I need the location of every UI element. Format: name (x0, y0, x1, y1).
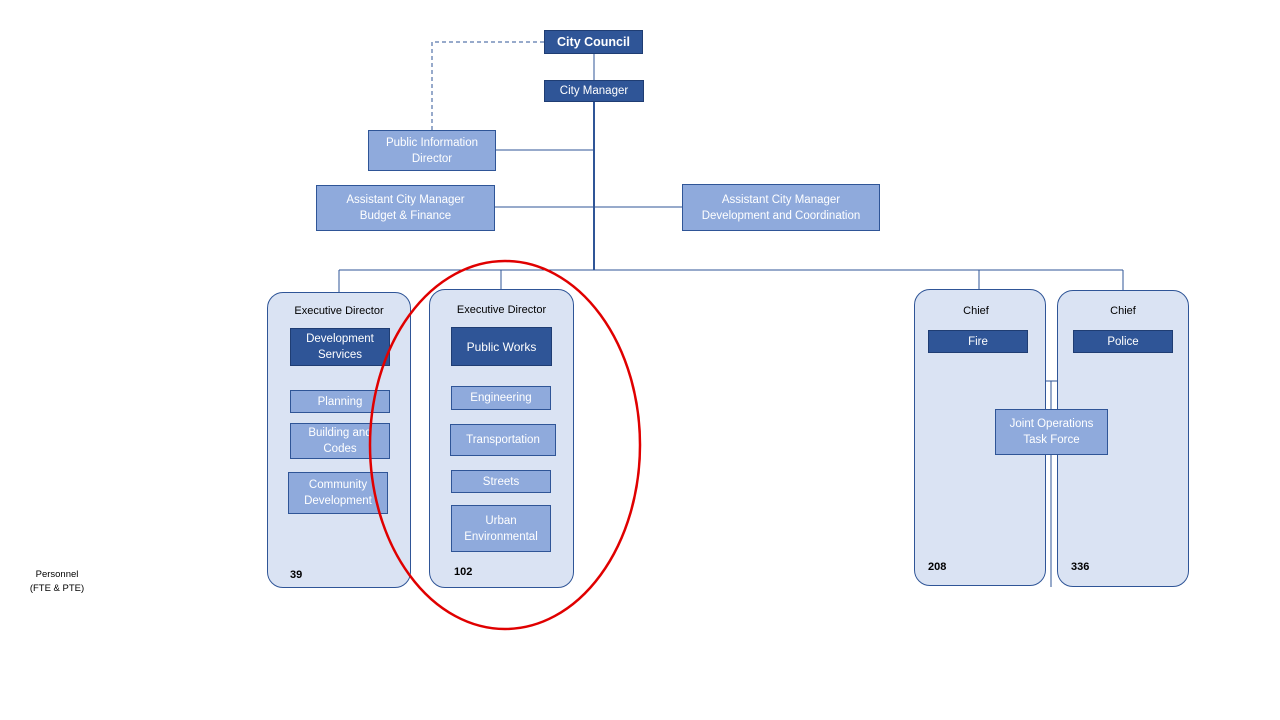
acm-budget-line-2: Budget & Finance (359, 210, 452, 222)
personnel-note: Personnel (FTE & PTE) (20, 568, 94, 596)
police-count: 336 (1071, 561, 1090, 573)
publicworks-count: 102 (454, 566, 473, 578)
building-codes-box: Building and Codes (290, 423, 390, 459)
urban-line-2: Environmental (464, 530, 538, 543)
transportation-label: Transportation (466, 434, 540, 446)
fire-heading: Chief (963, 305, 989, 317)
public-works-box: Public Works (451, 327, 552, 366)
streets-label: Streets (482, 475, 520, 488)
publicworks-title: Public Works (466, 339, 537, 354)
devservices-count: 39 (290, 569, 303, 581)
community-line-2: Development (304, 495, 372, 507)
engineering-label: Engineering (470, 392, 532, 404)
development-services-box: Development Services (290, 328, 390, 366)
planning-label: Planning (317, 395, 363, 408)
police-box: Police (1073, 330, 1173, 353)
police-heading: Chief (1110, 305, 1136, 317)
transportation-box: Transportation (450, 424, 556, 456)
pio-line-2: Director (411, 152, 453, 165)
fire-label: Fire (968, 335, 988, 348)
community-development-box: Community Development (288, 472, 388, 514)
devservices-title-2: Services (317, 349, 363, 361)
streets-box: Streets (451, 470, 551, 493)
publicworks-heading: Executive Director (456, 304, 547, 316)
city-council-box: City Council (544, 30, 643, 54)
devservices-heading: Executive Director (294, 305, 384, 317)
joint-line-2: Task Force (1023, 434, 1080, 446)
personnel-line-2: (FTE & PTE) (29, 583, 85, 594)
planning-box: Planning (290, 390, 390, 413)
acm-budget-line-1: Assistant City Manager (346, 194, 465, 206)
joint-operations-box: Joint Operations Task Force (995, 409, 1108, 455)
acm-dev-line-2: Development and Coordination (701, 209, 861, 222)
public-information-director-box: Public Information Director (368, 130, 496, 171)
community-line-1: Community (308, 479, 368, 491)
police-label: Police (1107, 335, 1139, 348)
fire-box: Fire (928, 330, 1028, 353)
devservices-title-1: Development (306, 333, 374, 345)
pio-line-1: Public Information (385, 136, 479, 149)
building-line-2: Codes (323, 443, 357, 455)
building-line-1: Building and (308, 427, 372, 439)
joint-line-1: Joint Operations (1009, 418, 1094, 430)
engineering-box: Engineering (451, 386, 551, 410)
city-council-label: City Council (557, 35, 630, 49)
urban-environmental-box: Urban Environmental (451, 505, 551, 552)
acm-dev-line-1: Assistant City Manager (721, 193, 841, 206)
urban-line-1: Urban (485, 514, 517, 527)
acm-development-coordination-box: Assistant City Manager Development and C… (682, 184, 880, 231)
acm-budget-finance-box: Assistant City Manager Budget & Finance (316, 185, 495, 231)
city-manager-label: City Manager (559, 85, 629, 97)
personnel-line-1: Personnel (35, 569, 79, 580)
city-manager-box: City Manager (544, 80, 644, 102)
fire-count: 208 (928, 561, 947, 573)
